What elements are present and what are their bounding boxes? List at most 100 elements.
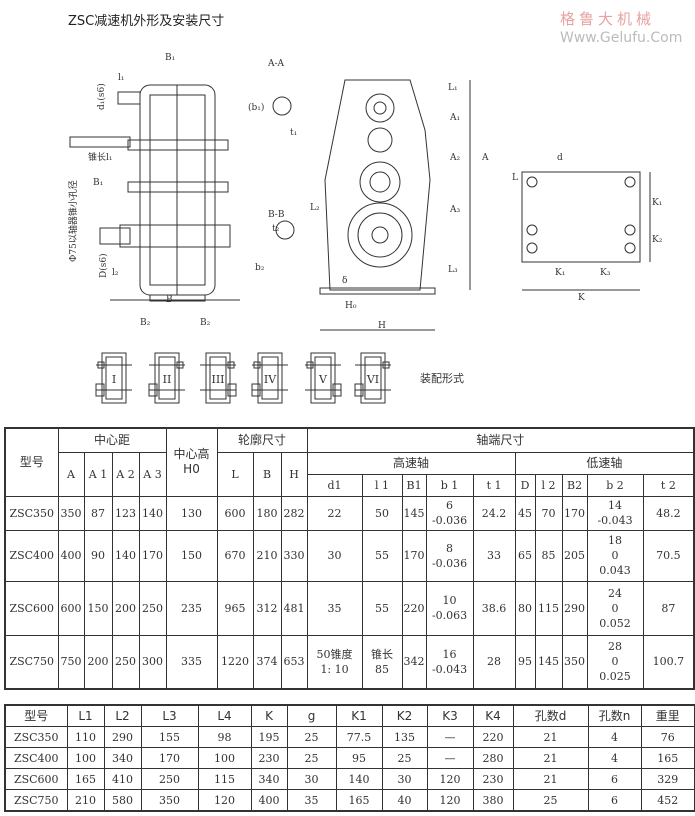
dim-label: K₁ <box>652 198 662 208</box>
header-shaft-end: 轴端尺寸 <box>306 427 695 453</box>
mounting-form-label: VI <box>366 373 379 386</box>
table-cell: 400 <box>57 529 85 582</box>
table-cell: 235 <box>165 580 218 636</box>
table-cell: 87 <box>642 580 695 636</box>
table-cell: 155 <box>140 726 199 748</box>
table-cell: 120 <box>197 789 252 812</box>
mounting-form-label: II <box>163 373 172 386</box>
table-cell: 24.2 <box>472 495 516 531</box>
table-cell: 21 <box>512 768 589 790</box>
dim-label: H₀ <box>345 301 357 311</box>
table-cell: 200 <box>83 634 113 690</box>
col-header: B1 <box>401 473 427 497</box>
col-header: L2 <box>103 704 142 727</box>
table-cell: 100 <box>66 747 105 769</box>
table-cell: 140 <box>111 529 140 582</box>
col-header: L <box>216 451 254 497</box>
col-header: L1 <box>66 704 105 727</box>
table-cell: 38.6 <box>472 580 516 636</box>
table-cell: 锥长 85 <box>361 634 403 690</box>
table-cell: 30 <box>286 768 337 790</box>
table-cell: 110 <box>66 726 105 748</box>
table-cell: 230 <box>250 747 288 769</box>
table-cell: 150 <box>165 529 218 582</box>
dim-label: K <box>578 293 585 303</box>
dim-label: L₁ <box>448 83 458 93</box>
table-cell: 230 <box>472 768 514 790</box>
table-cell: 250 <box>138 580 167 636</box>
model-cell: ZSC350 <box>4 495 59 531</box>
table-cell: 18 0 0.043 <box>586 529 644 582</box>
dim-label: 锥长l₁ <box>88 151 113 163</box>
col-header: 孔数n <box>587 704 642 727</box>
table-cell: 8 -0.036 <box>425 529 474 582</box>
table-cell: 4 <box>587 726 642 748</box>
dim-label: B <box>166 295 173 305</box>
table-cell: 35 <box>286 789 337 812</box>
dim-label-Ds6: D(s6) <box>98 253 109 278</box>
dim-label: t₁ <box>290 128 297 138</box>
dim-label-d1s6: d₁(s6) <box>96 83 107 110</box>
table-cell: 1220 <box>216 634 254 690</box>
table-cell: 35 <box>306 580 363 636</box>
col-header: K1 <box>335 704 383 727</box>
col-header: B <box>252 451 282 497</box>
table-cell: 330 <box>280 529 308 582</box>
table-cell: 335 <box>165 634 218 690</box>
table-cell: 329 <box>640 768 695 790</box>
col-header: g <box>286 704 337 727</box>
table-cell: 170 <box>401 529 427 582</box>
table-cell: 16 -0.043 <box>425 634 474 690</box>
page-title: ZSC减速机外形及安装尺寸 <box>68 14 225 29</box>
table-cell: 70.5 <box>642 529 695 582</box>
table-cell: 165 <box>640 747 695 769</box>
col-header: 重里 <box>640 704 695 727</box>
mounting-forms-label: 装配形式 <box>420 372 464 385</box>
table-cell: 350 <box>57 495 85 531</box>
table-cell: 65 <box>514 529 536 582</box>
col-header: t 2 <box>642 473 695 497</box>
header-model: 型号 <box>4 427 59 497</box>
col-header: A 1 <box>83 451 113 497</box>
dim-label: A-A <box>267 59 285 69</box>
table-cell: 28 0 0.025 <box>586 634 644 690</box>
table-cell: 350 <box>140 789 199 812</box>
table-cell: 342 <box>401 634 427 690</box>
table-cell: 120 <box>426 789 474 812</box>
table-cell: 340 <box>103 747 142 769</box>
col-header: 孔数d <box>512 704 589 727</box>
table-cell: 170 <box>561 495 588 531</box>
table-cell: — <box>426 726 474 748</box>
table-cell: 250 <box>140 768 199 790</box>
col-header: K3 <box>426 704 474 727</box>
table-cell: 45 <box>514 495 536 531</box>
model-cell: ZSC350 <box>4 726 68 748</box>
dim-label: L₂ <box>310 203 320 213</box>
table-cell: 140 <box>335 768 383 790</box>
table-cell: 452 <box>640 789 695 812</box>
table-cell: 30 <box>381 768 428 790</box>
table-cell: 580 <box>103 789 142 812</box>
table-cell: 87 <box>83 495 113 531</box>
table-cell: 50锥度 1: 10 <box>306 634 363 690</box>
dim-label: A₁ <box>449 113 460 123</box>
table-cell: 165 <box>335 789 383 812</box>
table-cell: 55 <box>361 580 403 636</box>
dim-label: K₁ <box>555 268 565 278</box>
watermark-url: Www.Gelufu.Com <box>560 30 683 46</box>
table-cell: 21 <box>512 726 589 748</box>
model-cell: ZSC600 <box>4 768 68 790</box>
table-cell: 14 -0.043 <box>586 495 644 531</box>
table-cell: 145 <box>401 495 427 531</box>
dim-label: l₂ <box>112 268 119 278</box>
table-cell: 25 <box>286 726 337 748</box>
dim-label: L <box>512 173 518 183</box>
table-cell: 170 <box>138 529 167 582</box>
